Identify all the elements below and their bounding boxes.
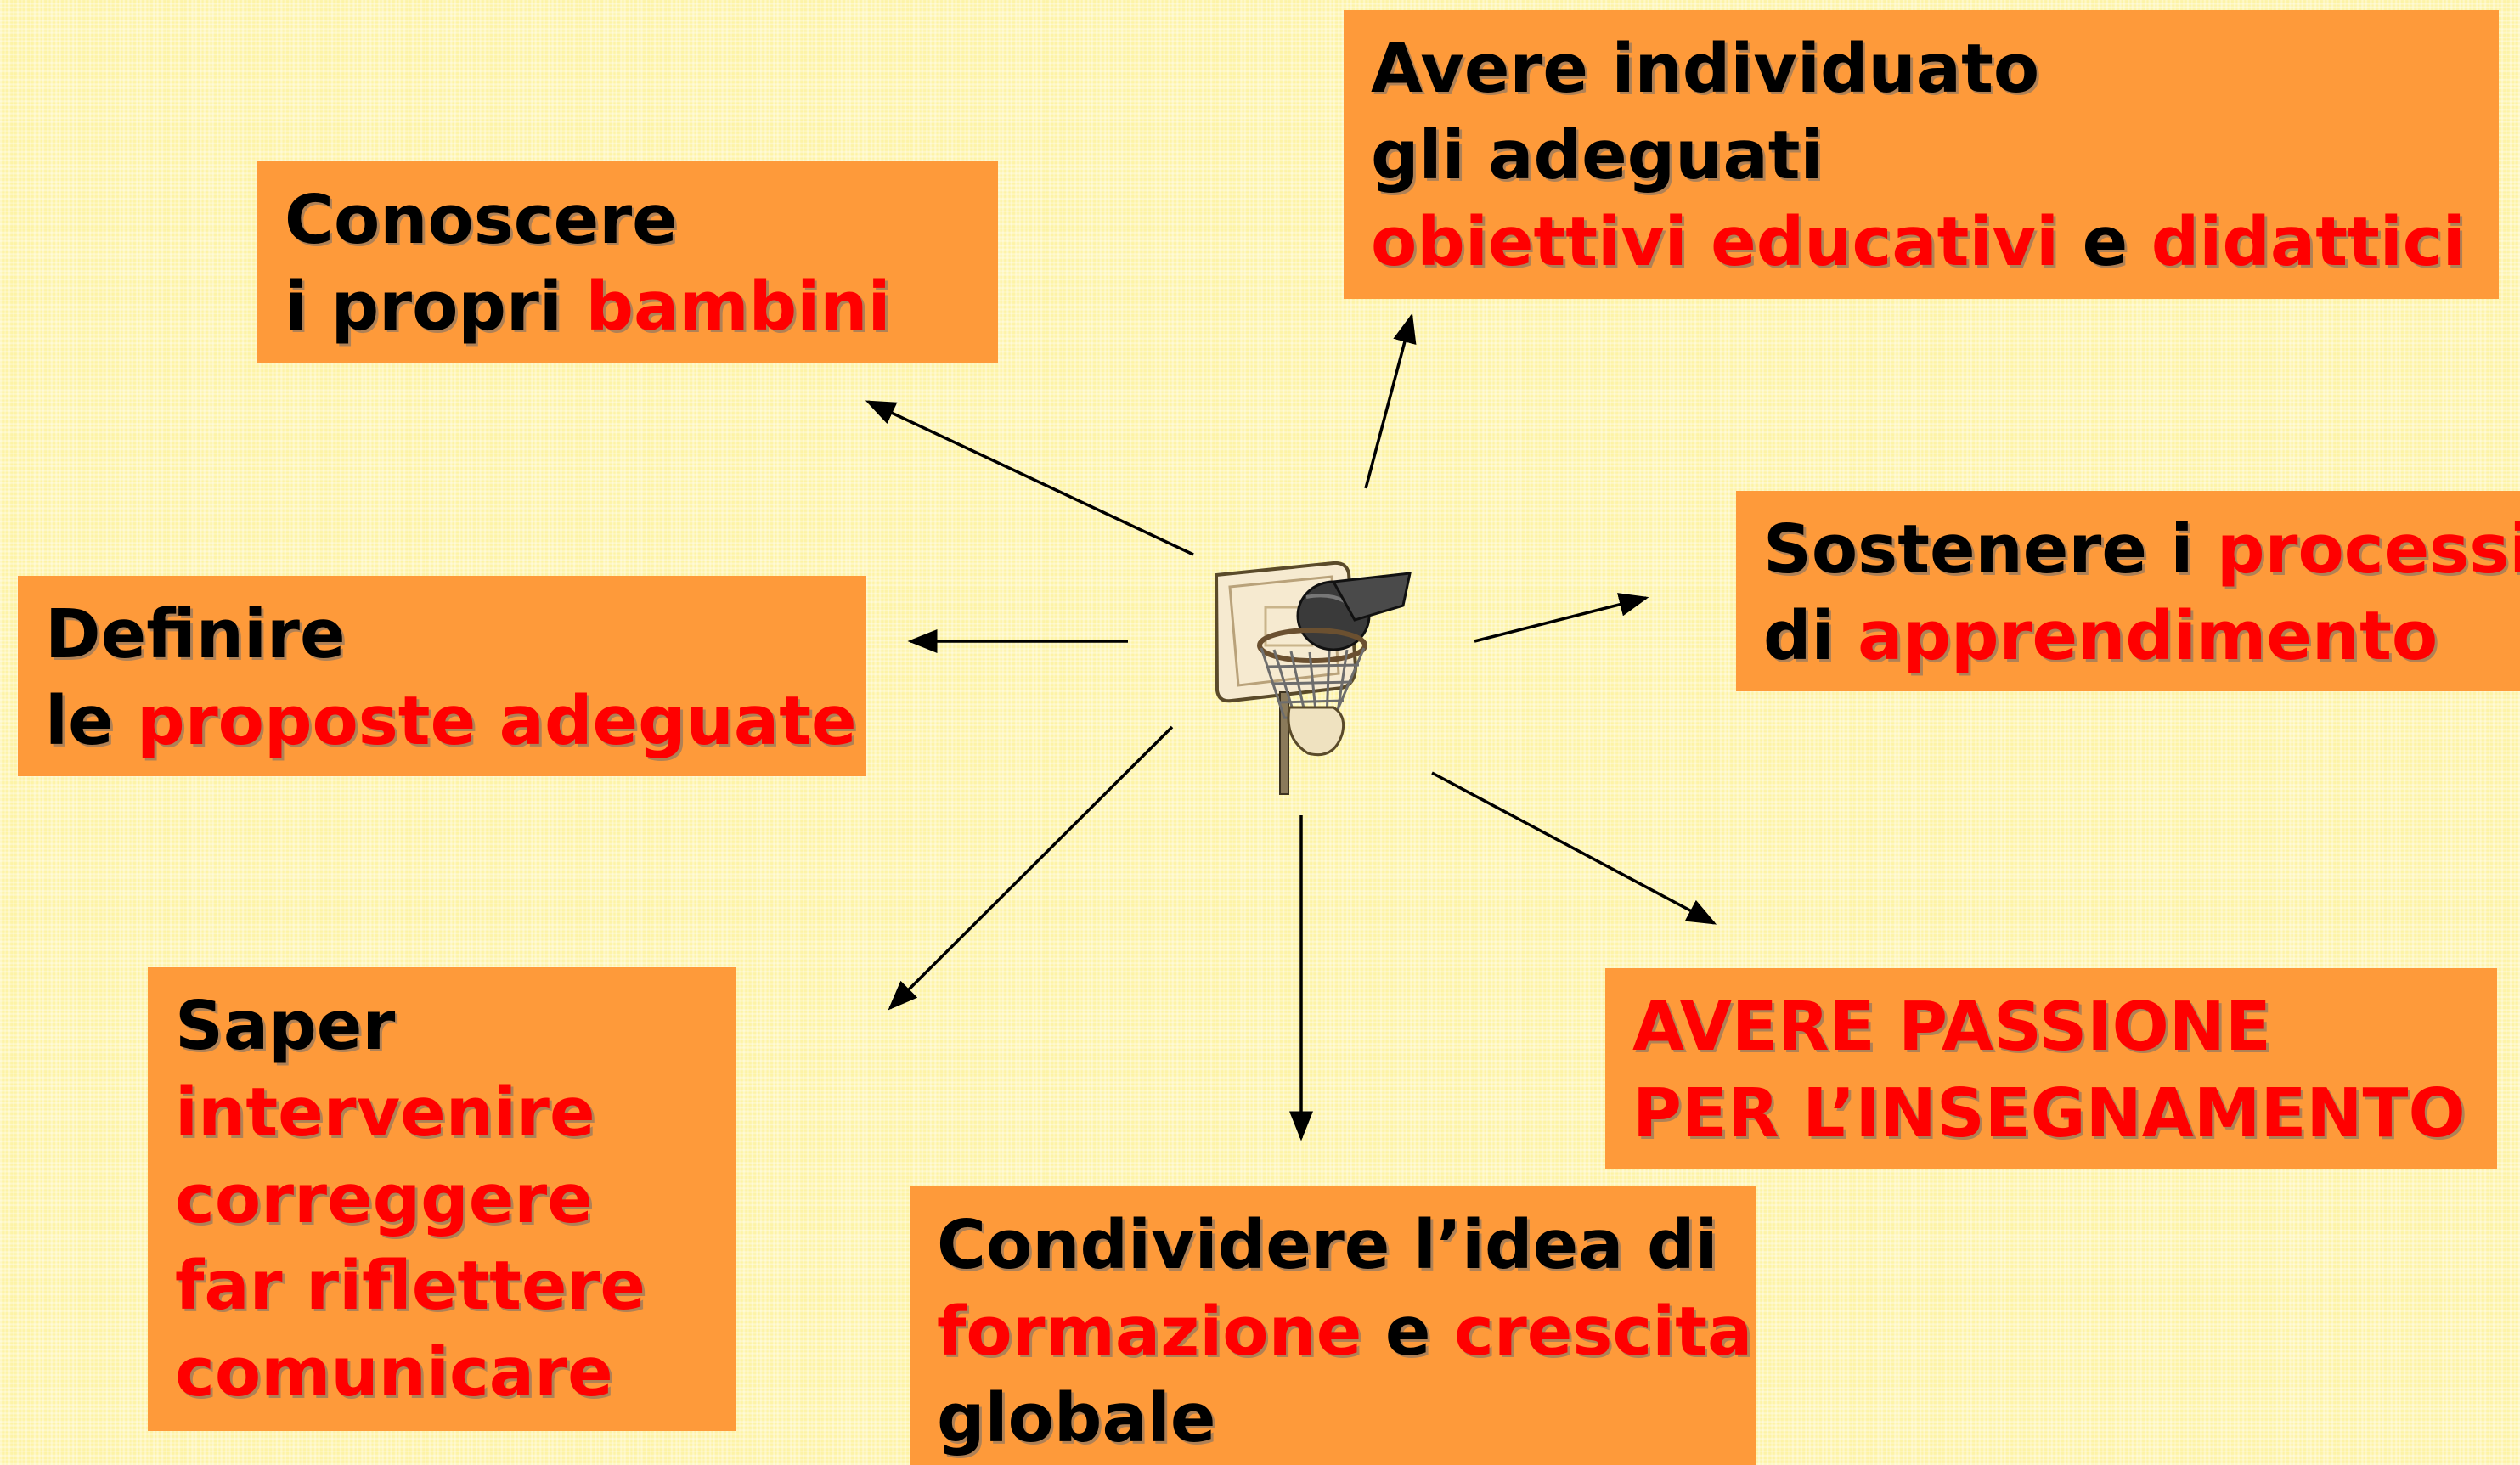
- box-text: Conoscere: [285, 181, 678, 259]
- highlight-text: comunicare: [175, 1333, 613, 1411]
- highlight-text: far riflettere: [175, 1247, 646, 1325]
- basketball-hoop-icon: [1214, 561, 1412, 795]
- box-line: AVERE PASSIONE: [1632, 983, 2470, 1070]
- box-line: comunicare: [175, 1329, 709, 1416]
- arrow-to-conoscere: [865, 400, 1194, 556]
- box-text: globale: [937, 1379, 1216, 1457]
- highlight-text: processi: [2216, 510, 2520, 589]
- box-text: le: [45, 682, 138, 760]
- box-text: Sostenere i: [1763, 510, 2217, 589]
- highlight-text: didattici: [2151, 203, 2466, 281]
- arrow-to-avere-obiettivi: [1364, 313, 1417, 489]
- box-line: PER L’INSEGNAMENTO: [1632, 1070, 2470, 1157]
- box-text: gli adeguati: [1371, 116, 1824, 194]
- highlight-text: crescita: [1453, 1293, 1753, 1371]
- box-line: Conoscere: [285, 177, 971, 263]
- box-line: globale: [937, 1375, 1729, 1462]
- box-text: di: [1763, 597, 1858, 675]
- highlight-text: obiettivi educativi: [1371, 203, 2060, 281]
- highlight-text: intervenire: [175, 1073, 595, 1152]
- box-line: Sostenere i processi: [1763, 506, 2520, 593]
- arrow-to-sostenere: [1474, 593, 1649, 643]
- box-line: di apprendimento: [1763, 593, 2493, 679]
- box-line: Saper: [175, 983, 709, 1069]
- arrow-to-saper: [888, 725, 1174, 1011]
- box-saper: Saper intervenire correggere far riflettere…: [148, 967, 736, 1431]
- box-text: Saper: [175, 987, 396, 1065]
- highlight-text: proposte adeguate: [137, 682, 857, 760]
- arrow-to-passione: [1431, 771, 1717, 925]
- box-passione: AVERE PASSIONE PER L’INSEGNAMENTO: [1605, 968, 2497, 1169]
- highlight-text: formazione: [937, 1293, 1362, 1371]
- highlight-text: AVERE PASSIONE: [1632, 988, 2271, 1066]
- box-line: formazione e crescita: [937, 1288, 1752, 1375]
- box-text: Condividere l’idea di: [937, 1206, 1718, 1284]
- box-text: i propri: [285, 268, 586, 346]
- box-text: e: [2059, 203, 2151, 281]
- box-line: correggere: [175, 1156, 709, 1242]
- box-text: e: [1361, 1293, 1454, 1371]
- box-line: far riflettere: [175, 1242, 709, 1329]
- highlight-text: apprendimento: [1858, 597, 2438, 675]
- box-line: obiettivi educativi e didattici: [1371, 199, 2472, 285]
- box-line: intervenire: [175, 1069, 709, 1156]
- box-line: Condividere l’idea di: [937, 1202, 1729, 1288]
- box-line: le proposte adeguate: [45, 678, 857, 764]
- box-line: gli adeguati: [1371, 112, 2472, 199]
- box-line: i propri bambini: [285, 263, 971, 350]
- box-line: Avere individuato: [1371, 25, 2472, 112]
- box-line: Definire: [45, 591, 839, 678]
- box-text: Definire: [45, 595, 346, 673]
- highlight-text: bambini: [585, 268, 891, 346]
- highlight-text: correggere: [175, 1160, 593, 1238]
- highlight-text: PER L’INSEGNAMENTO: [1632, 1074, 2466, 1152]
- box-text: Avere individuato: [1371, 30, 2040, 108]
